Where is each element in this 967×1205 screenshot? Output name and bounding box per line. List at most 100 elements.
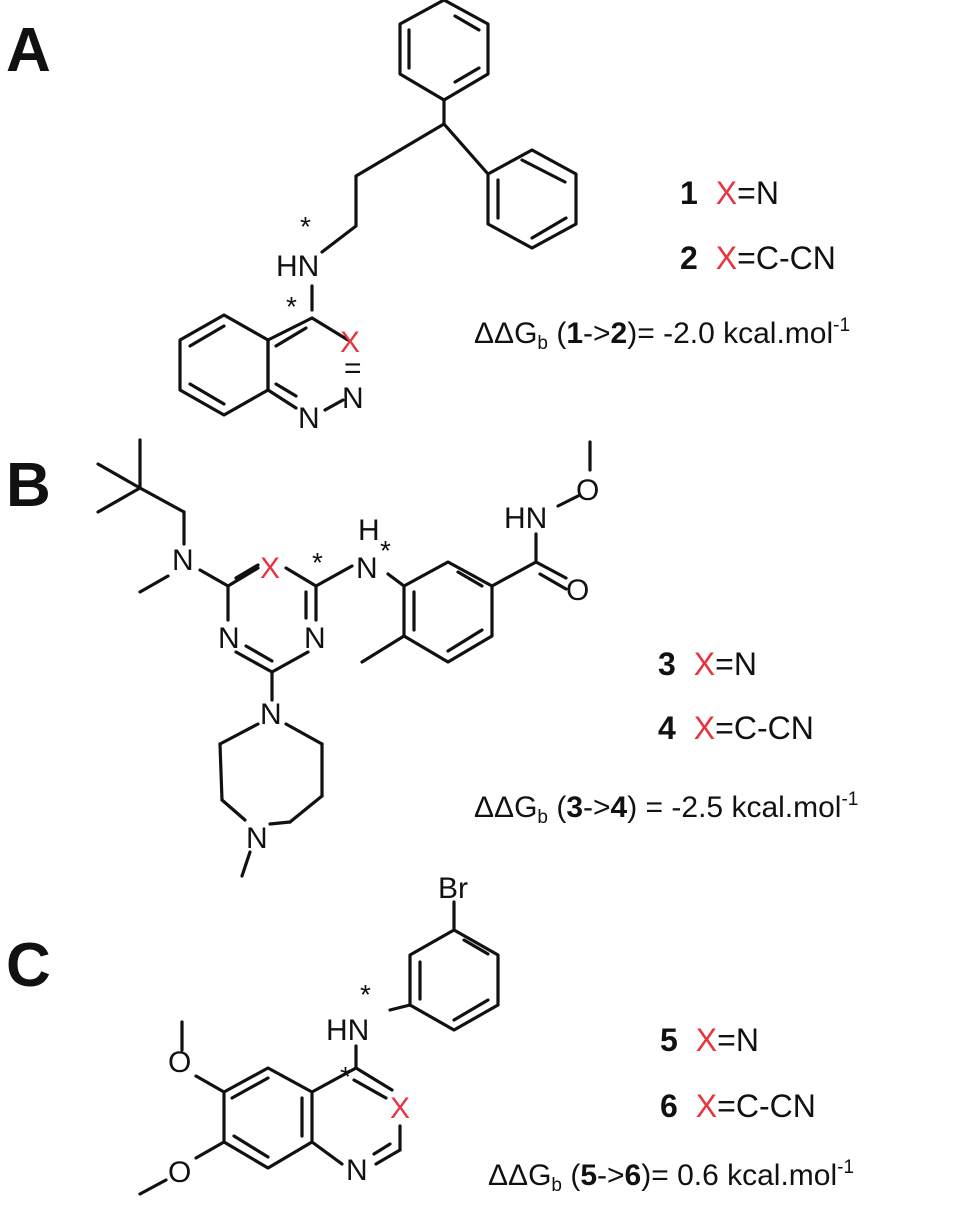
benzo-ring-c [222, 1066, 314, 1170]
bond-n-c-bottom-right [270, 650, 310, 674]
bond-c4-c4a [310, 1066, 358, 1094]
unit-exponent: -1 [841, 789, 859, 810]
bond-c4-x-c [354, 1066, 394, 1092]
ddg-subscript: b [537, 807, 548, 828]
aryl-ring-b [402, 560, 494, 664]
aryl-ring-b-double-3 [446, 628, 484, 653]
label-double-bond-a: = [344, 352, 362, 385]
bond-c-nh-link [314, 564, 354, 588]
panel-letter-c: C [6, 931, 51, 1000]
benzo-ring-c-double-1 [230, 1076, 270, 1100]
atom-label-x-a: X [340, 326, 360, 359]
compound-from: 1 [566, 317, 584, 350]
free-energy-change-b: ΔΔGb (3->4) = -2.5 kcal.mol-1 [474, 790, 858, 827]
benzo-ring-a-double-1 [188, 324, 226, 348]
bond-tbu-ch2 [138, 486, 186, 514]
chain-ch-to-top-phenyl [398, 98, 446, 152]
equals-sign: = [737, 240, 756, 276]
atom-label-o-methoxy-b: O [576, 474, 599, 507]
bond-c8a-n1 [266, 388, 298, 410]
atom-label-hn-amide: HN [504, 502, 547, 535]
x-value: C-CN [755, 240, 836, 276]
panel-letter-b: B [6, 451, 51, 520]
equals-sign: = [715, 710, 734, 746]
bond-c2-n3-double [372, 1142, 392, 1156]
bond-nh-bromophenyl [388, 1003, 412, 1012]
label-star-n-b: * [380, 535, 391, 566]
diazepane-bond-6 [288, 794, 324, 824]
atom-label-n-right-b: N [304, 622, 326, 655]
phenyl-ring-right [486, 148, 578, 250]
atom-label-o-c7: O [168, 1156, 191, 1189]
bromophenyl-double-2 [452, 998, 490, 1022]
aryl-ring-b-double-2 [456, 570, 484, 588]
phenyl-ring-top [398, 0, 490, 102]
compound-to: 4 [610, 791, 628, 824]
compound-to: 6 [624, 1159, 642, 1192]
x-value: N [733, 646, 757, 682]
ddg-value: = 0.6 kcal.mol [651, 1159, 838, 1192]
paren-close: ) [627, 791, 638, 824]
atom-label-x-c: X [390, 1092, 410, 1125]
arrow: -> [597, 1159, 625, 1192]
label-star-c-b: * [312, 547, 323, 578]
diazepane-bond-4 [284, 722, 324, 746]
x-variable: X [693, 646, 716, 682]
atom-label-n-left-b: N [218, 622, 240, 655]
equals-sign: = [737, 175, 756, 211]
atom-label-h-b: H [358, 514, 380, 547]
benzo-ring-c-double-3 [232, 1134, 270, 1159]
equals-sign: = [717, 1088, 736, 1124]
bond-c-o-double [538, 572, 568, 591]
x-variable: X [695, 1022, 718, 1058]
atom-label-hn-c: HN [326, 1014, 369, 1047]
ddg-symbol: ΔΔG [474, 791, 538, 824]
label-star-c4-c: * [340, 1061, 351, 1092]
bond-c6-o [194, 1074, 226, 1094]
x-variable: X [695, 1088, 718, 1124]
bond-c7-o [194, 1140, 226, 1160]
atom-label-n-diazepane-1: N [260, 698, 282, 731]
label-star-hn-a: * [300, 211, 311, 242]
equals-sign: = [717, 1022, 736, 1058]
equals-sign: = [715, 646, 734, 682]
x-variable: X [715, 240, 738, 276]
atom-label-n1-a: N [298, 402, 320, 435]
compound-number: 4 [658, 710, 676, 746]
compound-number: 5 [660, 1022, 678, 1058]
unit-exponent: -1 [833, 315, 851, 336]
bond-n-c-bottom-double [244, 644, 274, 663]
atom-label-n3-c: N [346, 1154, 368, 1187]
arrow: -> [583, 791, 611, 824]
bond-aryl-carbonyl [490, 560, 538, 588]
x-value: N [755, 175, 779, 211]
bond-c4a-c4 [266, 316, 314, 342]
bond-nh-aryl [386, 572, 406, 588]
bond-c4-x-double [352, 1078, 388, 1100]
atom-label-n-link-b: N [356, 552, 378, 585]
paren-open: ( [548, 317, 567, 350]
bond-c8a-n1-double [274, 382, 298, 398]
compound-to: 2 [610, 317, 628, 350]
x-value: C-CN [733, 710, 814, 746]
arrow: -> [583, 317, 611, 350]
compound-from: 3 [566, 791, 584, 824]
bond-x-c-right [284, 566, 318, 588]
methyl-n-b [138, 574, 170, 594]
x-variable: X [693, 710, 716, 746]
compound-number: 1 [680, 175, 698, 211]
paren-close: ) [627, 317, 638, 350]
paren-close: ) [641, 1159, 652, 1192]
ddg-subscript: b [551, 1175, 562, 1196]
atom-label-n-diazepane-2: N [246, 822, 268, 855]
atom-label-o-c6: O [168, 1046, 191, 1079]
diazepane-bond-2 [218, 742, 224, 802]
ddg-value: = -2.5 kcal.mol [637, 791, 842, 824]
compound-number: 2 [680, 240, 698, 276]
propyl-chain [320, 148, 402, 254]
